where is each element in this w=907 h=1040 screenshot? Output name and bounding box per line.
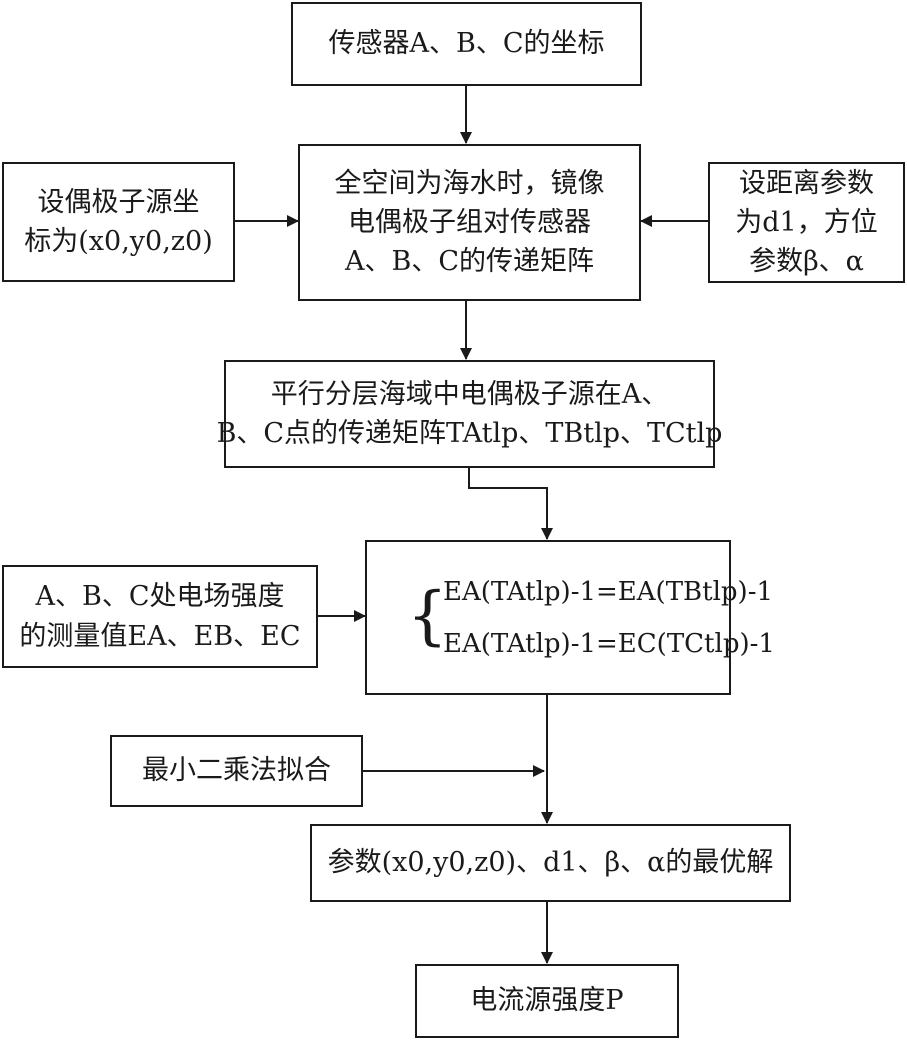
arrow-layered-to-equations (468, 468, 553, 540)
node-sensor-coords-label: 传感器A、B、C的坐标 (328, 28, 605, 60)
node-layered-line2: B、C点的传递矩阵TAtlp、TBtlp、TCtlp (216, 418, 723, 449)
node-source-strength: 电流源强度P (415, 964, 679, 1038)
node-layered: 平行分层海域中电偶极子源在A、 B、C点的传递矩阵TAtlp、TBtlp、TCt… (217, 360, 722, 468)
node-transfer-full-line1: 全空间为海水时，镜像 (334, 167, 605, 199)
node-optimal-label: 参数(x0,y0,z0)、d1、β、α的最优解 (327, 847, 774, 879)
node-equation-1: EA(TAtlp)-1=EA(TBtlp)-1 (443, 576, 774, 607)
node-params-line3: 参数β、α (749, 246, 864, 278)
node-measured-line2: 的测量值EA、EB、EC (19, 620, 301, 652)
node-layered-line1: 平行分层海域中电偶极子源在A、 (270, 378, 669, 410)
node-least-squares-label: 最小二乘法拟合 (142, 755, 331, 787)
node-dipole-coords-line2: 标为(x0,y0,z0) (24, 226, 213, 257)
node-source-strength-label: 电流源强度P (470, 985, 624, 1017)
node-dipole-coords-line1: 设偶极子源坐 (37, 186, 200, 218)
node-transfer-full-line3: A、B、C的传递矩阵 (345, 246, 594, 278)
brace-icon: { (407, 579, 448, 653)
node-params-line2: 为d1，方位 (735, 206, 878, 238)
node-measured: A、B、C处电场强度 的测量值EA、EB、EC (2, 565, 318, 668)
node-least-squares: 最小二乘法拟合 (110, 735, 363, 807)
node-equations: { EA(TAtlp)-1=EA(TBtlp)-1 EA(TAtlp)-1=EC… (365, 540, 775, 695)
node-transfer-full-line2: 电偶极子组对传感器 (348, 206, 591, 238)
node-transfer-full: 全空间为海水时，镜像 电偶极子组对传感器 A、B、C的传递矩阵 (298, 144, 641, 301)
node-params: 设距离参数 为d1，方位 参数β、α (708, 162, 905, 283)
node-dipole-coords: 设偶极子源坐 标为(x0,y0,z0) (2, 162, 235, 282)
node-measured-line1: A、B、C处电场强度 (35, 581, 285, 613)
node-sensor-coords: 传感器A、B、C的坐标 (291, 2, 642, 86)
node-params-line1: 设距离参数 (739, 167, 874, 199)
node-equation-2: EA(TAtlp)-1=EC(TCtlp)-1 (443, 628, 775, 659)
node-optimal: 参数(x0,y0,z0)、d1、β、α的最优解 (310, 824, 791, 902)
